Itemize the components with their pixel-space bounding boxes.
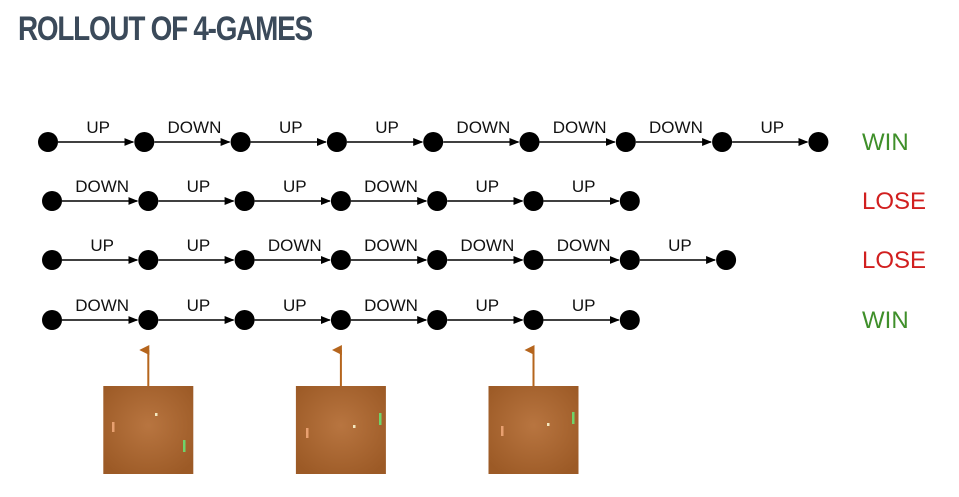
state-node (230, 132, 251, 152)
action-label: DOWN (553, 118, 607, 137)
action-label: DOWN (557, 236, 611, 255)
state-node (716, 250, 737, 270)
pong-frame-image (488, 386, 579, 474)
snapshot-panel (488, 345, 579, 474)
snapshot-panel (103, 345, 194, 474)
state-node (427, 191, 448, 211)
outcome-label: LOSE (862, 188, 926, 215)
state-node (38, 132, 58, 152)
slide-title: ROLLOUT OF 4-GAMES (18, 10, 313, 48)
rollout-row: DOWN UP UP DOWN UP UP LOSE (42, 177, 926, 215)
ball (353, 425, 356, 428)
ball (155, 413, 158, 416)
action-label: UP (187, 236, 211, 255)
action-label: UP (476, 177, 500, 196)
state-node (423, 132, 444, 152)
action-label: DOWN (649, 118, 703, 137)
state-node (42, 191, 62, 211)
action-label: UP (668, 236, 692, 255)
right-paddle (183, 440, 186, 452)
action-label: DOWN (364, 177, 418, 196)
action-label: DOWN (75, 296, 129, 315)
state-node (234, 191, 255, 211)
state-node (234, 250, 255, 270)
left-paddle (306, 428, 309, 438)
left-paddle (112, 422, 115, 432)
action-label: UP (283, 177, 307, 196)
state-node (808, 132, 829, 152)
rollout-row: UP UP DOWN DOWN DOWN DOWN UP LOSE (42, 236, 926, 274)
action-label: UP (375, 118, 399, 137)
state-node (326, 132, 347, 152)
action-label: UP (760, 118, 784, 137)
state-node (523, 250, 544, 270)
action-label: UP (572, 177, 596, 196)
state-node (330, 191, 351, 211)
outcome-label: WIN (862, 129, 909, 156)
action-label: UP (476, 296, 500, 315)
state-node (42, 250, 62, 270)
action-label: UP (86, 118, 110, 137)
rollout-row: UP DOWN UP UP DOWN DOWN DOWN UP WIN (38, 118, 909, 156)
state-node (134, 132, 155, 152)
state-node (330, 310, 351, 330)
state-node (712, 132, 733, 152)
snapshot-panels (103, 345, 579, 474)
action-label: DOWN (364, 296, 418, 315)
action-label: DOWN (364, 236, 418, 255)
right-paddle (572, 412, 575, 424)
outcome-label: LOSE (862, 247, 926, 274)
action-label: DOWN (460, 236, 514, 255)
state-node (330, 250, 351, 270)
pong-frame-image (295, 386, 386, 474)
rollout-row: DOWN UP UP DOWN UP UP WIN (42, 296, 909, 334)
state-node (138, 191, 159, 211)
state-node (427, 250, 448, 270)
action-label: UP (187, 177, 211, 196)
state-node (619, 250, 640, 270)
state-node (138, 250, 159, 270)
action-label: DOWN (268, 236, 322, 255)
pong-frame-image (103, 386, 194, 474)
action-label: DOWN (75, 177, 129, 196)
outcome-label: WIN (862, 307, 909, 334)
left-paddle (501, 426, 504, 436)
action-label: UP (572, 296, 596, 315)
state-node (519, 132, 540, 152)
snapshot-panel (295, 345, 386, 474)
action-label: UP (187, 296, 211, 315)
action-label: UP (279, 118, 303, 137)
state-node (234, 310, 255, 330)
right-paddle (379, 413, 382, 425)
action-label: UP (283, 296, 307, 315)
state-node (615, 132, 636, 152)
action-label: DOWN (168, 118, 222, 137)
state-node (427, 310, 448, 330)
state-node (42, 310, 62, 330)
state-node (619, 191, 640, 211)
action-label: DOWN (456, 118, 510, 137)
state-node (619, 310, 640, 330)
state-node (523, 310, 544, 330)
state-node (523, 191, 544, 211)
action-label: UP (90, 236, 114, 255)
state-node (138, 310, 159, 330)
ball (547, 423, 550, 426)
